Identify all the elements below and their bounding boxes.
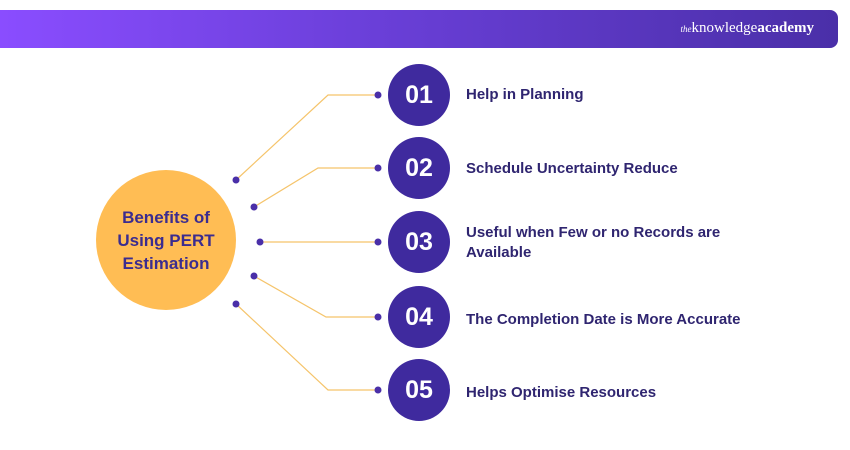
connector-dot-start-02 (250, 203, 258, 211)
number-badge-02: 02 (388, 137, 450, 199)
benefit-label-05: Helps Optimise Resources (466, 384, 657, 401)
central-topic-circle: Benefits of Using PERT Estimation (96, 170, 236, 310)
connector-line-04 (253, 275, 378, 318)
number-badge-03: 03 (388, 211, 450, 273)
number-badge-05: 05 (388, 359, 450, 421)
header-banner: theknowledgeacademy (0, 10, 838, 48)
connector-line-02 (253, 167, 378, 208)
brand-logo: theknowledgeacademy (681, 20, 814, 37)
connector-line-01 (235, 94, 378, 181)
connector-dot-end-01 (374, 91, 382, 99)
central-topic-label: Benefits of Using PERT Estimation (117, 207, 215, 273)
benefit-label-01: Help in Planning (466, 86, 584, 103)
connector-dot-end-04 (374, 313, 382, 321)
connector-dot-start-05 (232, 300, 240, 308)
connector-dot-end-02 (374, 164, 382, 172)
connector-dot-start-03 (256, 238, 264, 246)
connector-dot-end-05 (374, 386, 382, 394)
benefit-label-03: Useful when Few or no Records are Availa… (466, 224, 721, 261)
number-badge-04: 04 (388, 286, 450, 348)
connector-line-05 (235, 303, 378, 391)
connector-dot-start-01 (232, 176, 240, 184)
number-badge-01: 01 (388, 64, 450, 126)
connector-dot-start-04 (250, 272, 258, 280)
brand-knowledge: knowledge (691, 20, 758, 36)
brand-the: the (680, 24, 692, 34)
connector-dot-end-03 (374, 238, 382, 246)
benefit-label-04: The Completion Date is More Accurate (466, 311, 741, 328)
brand-academy: academy (757, 20, 814, 36)
benefit-label-02: Schedule Uncertainty Reduce (466, 160, 678, 177)
